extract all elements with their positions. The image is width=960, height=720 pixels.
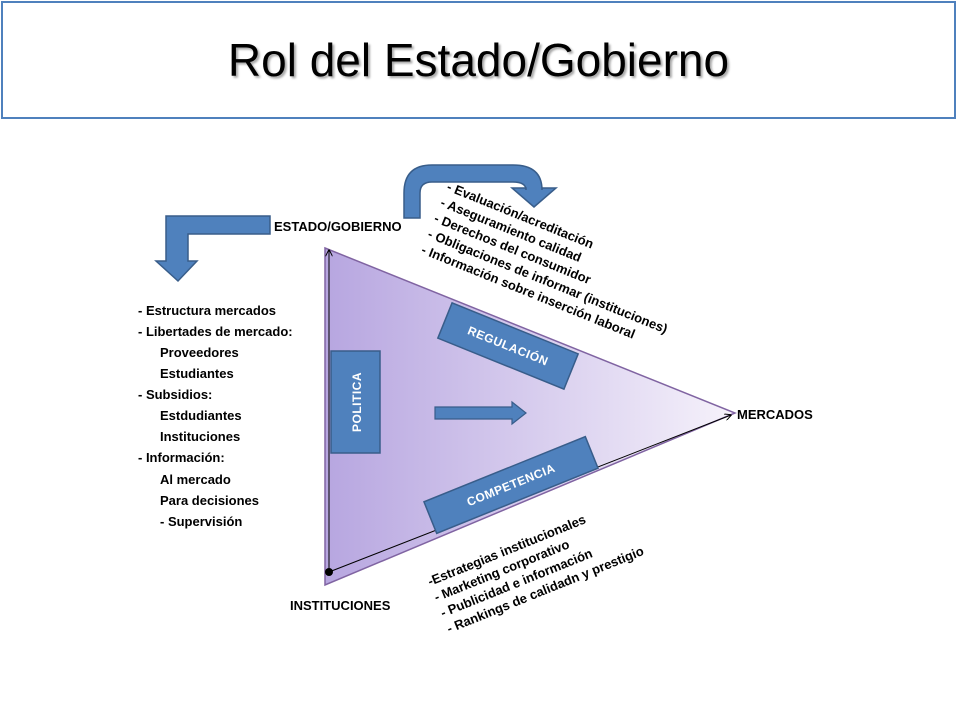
- center-arrow: [434, 400, 527, 426]
- origin-dot: [325, 568, 333, 576]
- left-list-item: - Supervisión: [160, 514, 242, 529]
- left-list-item: Estudiantes: [160, 366, 234, 381]
- politica-label: POLITICA: [350, 372, 364, 432]
- left-list: - Estructura mercados - Libertades de me…: [138, 303, 293, 529]
- mercados-label: MERCADOS: [737, 407, 813, 422]
- left-list-item: Para decisiones: [160, 493, 259, 508]
- left-list-item: Proveedores: [160, 345, 239, 360]
- left-list-item: Instituciones: [160, 429, 240, 444]
- left-list-item: - Libertades de mercado:: [138, 324, 293, 339]
- left-list-item: - Subsidios:: [138, 387, 212, 402]
- bent-arrow-left: [154, 215, 271, 283]
- page-title: Rol del Estado/Gobierno: [227, 34, 730, 86]
- left-list-item: - Estructura mercados: [138, 303, 276, 318]
- politica-box: POLITICA: [330, 350, 381, 454]
- left-list-item: - Información:: [138, 450, 225, 465]
- estado-gobierno-label: ESTADO/GOBIERNO: [274, 219, 402, 234]
- title-box: Rol del Estado/Gobierno: [1, 1, 956, 119]
- left-list-item: Estdudiantes: [160, 408, 242, 423]
- left-list-item: Al mercado: [160, 472, 231, 487]
- curved-arrow-top: [403, 164, 559, 219]
- instituciones-label: INSTITUCIONES: [290, 598, 391, 613]
